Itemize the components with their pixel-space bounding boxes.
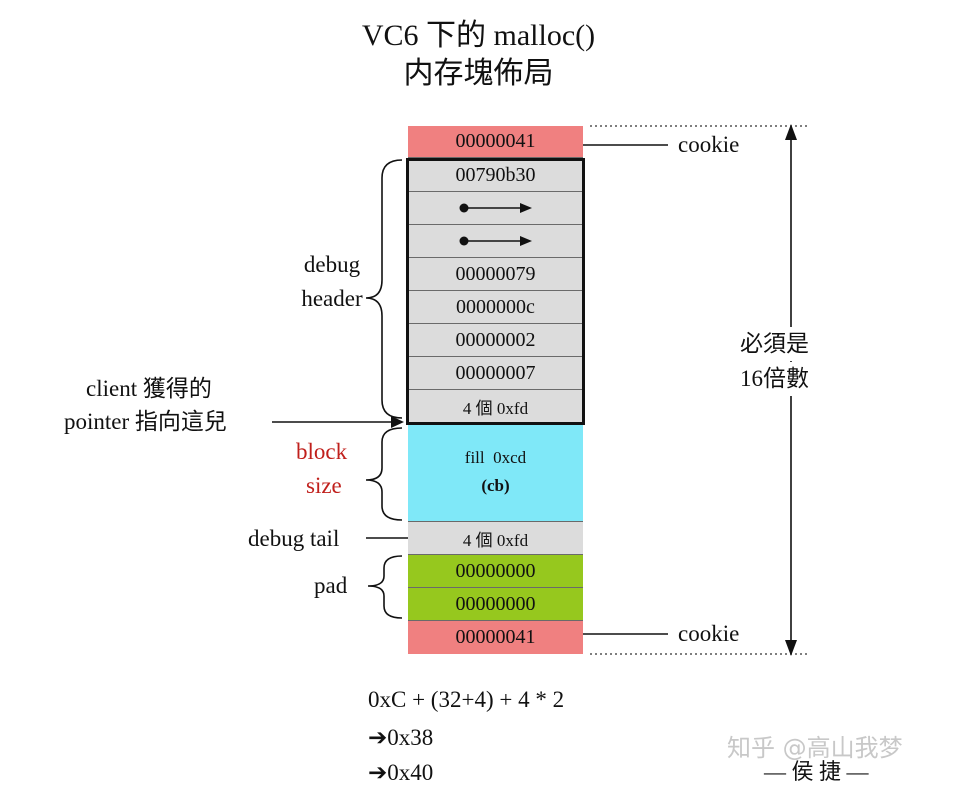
formula-result-1: 0x38 — [387, 725, 434, 750]
header-cell: 00000079 — [408, 258, 583, 291]
header-cell — [408, 192, 583, 225]
down-arrow-icon — [785, 640, 797, 656]
debug-header-label-2: header — [301, 286, 363, 311]
client-label-1: client 獲得的 — [86, 376, 212, 401]
formula-line-3: ➔0x40 — [368, 756, 433, 787]
header-cell: 00000007 — [408, 357, 583, 390]
cookie-top-cell: 00000041 — [408, 126, 583, 158]
debug-tail-label: debug tail — [248, 526, 340, 551]
cell-value: 00000041 — [455, 130, 536, 152]
cell-value: 00000007 — [455, 361, 536, 384]
multiple-label-1: 必須是 — [738, 327, 811, 361]
pad-brace — [367, 555, 403, 619]
header-cell — [408, 225, 583, 258]
cell-value: 00000041 — [455, 626, 536, 648]
debug-tail-cell: 4 個 0xfd — [408, 522, 583, 555]
header-cell: 0000000c — [408, 291, 583, 324]
diagram-title: VC6 下的 malloc() — [361, 19, 596, 52]
diagram-subtitle: 内存塊佈局 — [403, 57, 554, 90]
header-cell: 00790b30 — [408, 159, 583, 192]
author-signature: — 侯 捷 — — [764, 759, 869, 784]
cell-value: 00000000 — [455, 592, 536, 615]
fill-value: fill 0xcd — [464, 448, 527, 467]
client-label-2: pointer 指向這兒 — [64, 409, 227, 434]
cell-value: 00000002 — [455, 328, 536, 351]
cell-value: 0000000c — [456, 295, 535, 318]
cell-value: 00000079 — [455, 262, 536, 285]
formula-result-2: 0x40 — [387, 760, 434, 785]
cookie-bottom-label: cookie — [678, 621, 740, 646]
up-arrow-icon — [785, 124, 797, 140]
watermark: 知乎 @高山我梦 — [727, 734, 903, 762]
cell-value: 4 個 0xfd — [462, 398, 529, 418]
multiple-label-2: 16倍數 — [738, 362, 811, 396]
pad-label: pad — [314, 573, 348, 598]
debug-header-brace — [365, 159, 403, 419]
cell-value: 00790b30 — [455, 163, 536, 186]
pad-cell: 00000000 — [408, 555, 583, 588]
formula-line-1: 0xC + (32+4) + 4 * 2 — [368, 687, 565, 712]
block-size-label-2: size — [306, 473, 342, 498]
header-cell: 00000002 — [408, 324, 583, 357]
pointer-arrow-icon — [459, 203, 532, 213]
pointer-arrow-icon — [459, 236, 532, 246]
fill-char: (cb) — [481, 476, 510, 495]
formula-line-2: ➔0x38 — [368, 721, 433, 755]
cookie-top-label: cookie — [678, 132, 740, 157]
right-arrow-icon: ➔ — [368, 760, 388, 786]
block-size-brace — [365, 427, 403, 521]
client-data-cell: fill 0xcd (cb) — [408, 423, 583, 522]
pad-cell: 00000000 — [408, 588, 583, 621]
cell-value: 4 個 0xfd — [462, 530, 529, 550]
block-size-label-1: block — [296, 439, 348, 464]
client-pointer-arrow-icon — [391, 416, 404, 428]
header-no-mans-land-cell: 4 個 0xfd — [408, 390, 583, 423]
debug-header-label-1: debug — [303, 252, 361, 277]
cookie-bottom-cell: 00000041 — [408, 621, 583, 654]
cell-value: 00000000 — [455, 559, 536, 582]
right-arrow-icon: ➔ — [368, 725, 388, 751]
